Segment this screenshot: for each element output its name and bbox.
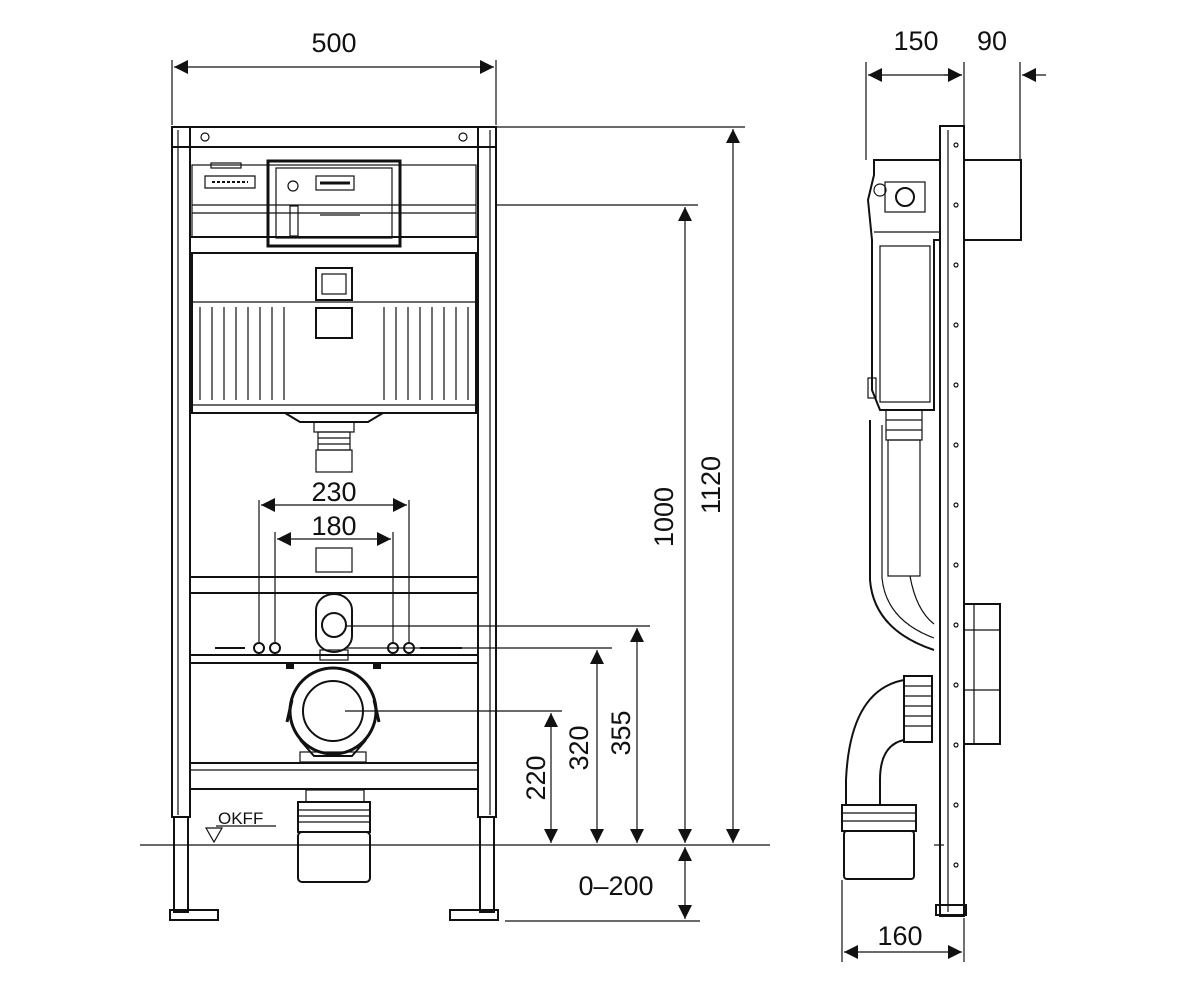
height-1000-label: 1000 xyxy=(649,487,679,547)
height-220-label: 220 xyxy=(521,755,551,800)
bolt-spacing-dimensions: 230 180 xyxy=(261,477,407,546)
width-dimension: 500 xyxy=(171,28,497,125)
side-wall-connector xyxy=(963,603,1001,745)
cistern-ribs-right xyxy=(383,307,469,400)
okff-label: OKFF xyxy=(218,809,263,828)
side-drain-elbow xyxy=(841,675,933,880)
side-cistern xyxy=(866,159,941,411)
side-post-holes xyxy=(953,142,959,868)
frame-posts xyxy=(169,126,499,921)
mounting-bracket xyxy=(189,500,479,669)
height-1120-label: 1120 xyxy=(696,456,726,514)
side-actuator-box xyxy=(963,159,1022,241)
spacing-180-label: 180 xyxy=(311,511,356,541)
floor-level-marker: OKFF xyxy=(140,809,770,846)
side-bottom-dimension: 160 xyxy=(841,880,965,962)
cistern-body xyxy=(191,252,477,423)
side-flush-pipe xyxy=(869,409,935,651)
height-dimensions: 1120 1000 355 320 220 0–200 xyxy=(345,126,745,922)
waste-outlet xyxy=(285,666,381,763)
cistern-top xyxy=(189,159,479,254)
depth-160-label: 160 xyxy=(877,921,922,951)
width-label: 500 xyxy=(311,28,356,58)
side-view: 150 90 160 xyxy=(841,26,1046,962)
floor-range-label: 0–200 xyxy=(578,871,653,901)
height-355-label: 355 xyxy=(606,710,636,755)
lower-rail xyxy=(189,762,479,790)
height-320-label: 320 xyxy=(564,725,594,770)
brand-logo xyxy=(315,175,355,191)
depth-150-label: 150 xyxy=(893,26,938,56)
depth-90-label: 90 xyxy=(977,26,1007,56)
actuator-plate xyxy=(266,159,402,248)
flush-pipe xyxy=(313,421,355,573)
side-depth-dimensions: 150 90 xyxy=(865,26,1046,160)
cistern-ribs-left xyxy=(199,307,285,400)
spacing-230-label: 230 xyxy=(311,477,356,507)
side-frame-post xyxy=(935,125,967,917)
drain-pipe xyxy=(297,789,371,883)
front-view: OKFF 500 230 180 1120 xyxy=(140,28,770,922)
